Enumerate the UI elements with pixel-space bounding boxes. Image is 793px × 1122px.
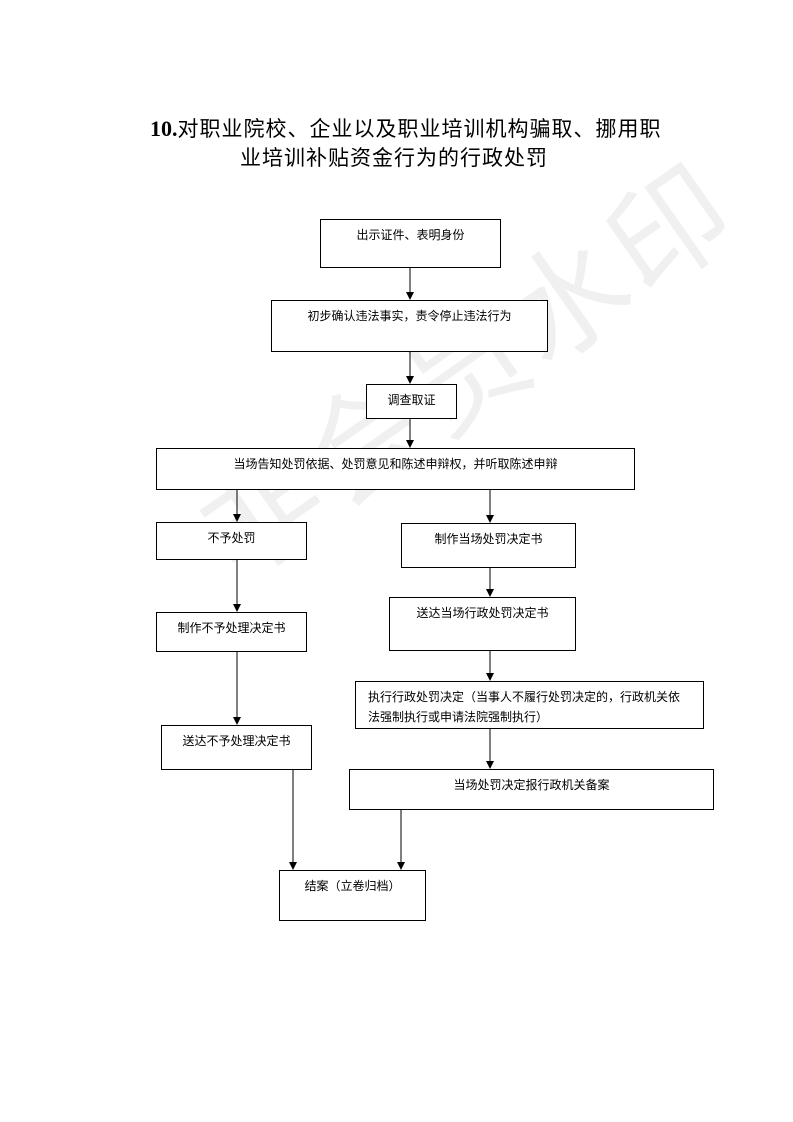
step-execute-decision: 执行行政处罚决定（当事人不履行处罚决定的，行政机关依法强制执行或申请法院强制执行…: [355, 681, 704, 729]
step-notify-label: 当场告知处罚依据、处罚意见和陈述申辩权，并听取陈述申辩: [233, 457, 558, 471]
step-show-id: 出示证件、表明身份: [320, 219, 501, 268]
step-execute-decision-label: 执行行政处罚决定（当事人不履行处罚决定的，行政机关依法强制执行或申请法院强制执行…: [368, 690, 681, 724]
step-investigate: 调查取证: [366, 384, 457, 419]
title-line-2: 业培训补贴资金行为的行政处罚: [240, 146, 548, 170]
page-title: 10.对职业院校、企业以及职业培训机构骗取、挪用职 业培训补贴资金行为的行政处罚: [150, 114, 710, 173]
step-confirm-facts-label: 初步确认违法事实，责令停止违法行为: [307, 309, 512, 323]
step-show-id-label: 出示证件、表明身份: [356, 228, 465, 242]
step-no-penalty-label: 不予处罚: [207, 531, 256, 545]
step-make-no-penalty-decision-label: 制作不予处理决定书: [177, 621, 286, 635]
step-deliver-no-penalty-decision: 送达不予处理决定书: [161, 725, 312, 770]
step-deliver-onsite-decision: 送达当场行政处罚决定书: [389, 597, 576, 651]
title-number: 10.: [150, 116, 178, 141]
title-line-1: 对职业院校、企业以及职业培训机构骗取、挪用职: [177, 117, 662, 141]
step-make-onsite-decision: 制作当场处罚决定书: [401, 523, 576, 568]
step-notify: 当场告知处罚依据、处罚意见和陈述申辩权，并听取陈述申辩: [156, 448, 635, 490]
step-make-onsite-decision-label: 制作当场处罚决定书: [434, 532, 543, 546]
step-deliver-no-penalty-decision-label: 送达不予处理决定书: [182, 734, 291, 748]
step-investigate-label: 调查取证: [387, 393, 436, 407]
step-deliver-onsite-decision-label: 送达当场行政处罚决定书: [416, 606, 549, 620]
step-no-penalty: 不予处罚: [156, 522, 307, 560]
step-report-filing: 当场处罚决定报行政机关备案: [349, 769, 714, 810]
step-confirm-facts: 初步确认违法事实，责令停止违法行为: [271, 300, 548, 352]
step-close-case-label: 结案（立卷归档）: [304, 879, 401, 893]
step-make-no-penalty-decision: 制作不予处理决定书: [156, 612, 307, 652]
step-close-case: 结案（立卷归档）: [279, 870, 426, 921]
step-report-filing-label: 当场处罚决定报行政机关备案: [453, 778, 610, 792]
